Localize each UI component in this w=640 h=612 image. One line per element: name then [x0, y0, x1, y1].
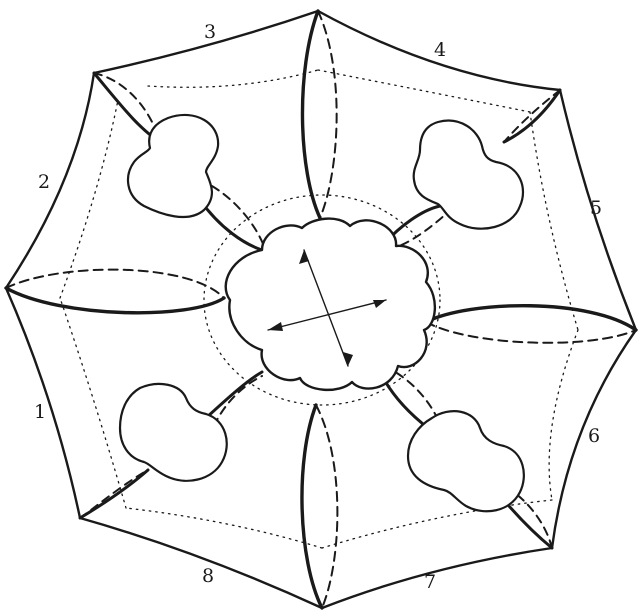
face-label-6: 6	[588, 425, 600, 447]
face-label-7: 7	[424, 571, 436, 593]
face-label-8: 8	[202, 565, 214, 587]
corner-lens-top-left	[94, 73, 160, 142]
outer-edge-7	[322, 548, 552, 608]
face-label-2: 2	[38, 171, 50, 193]
peanut-hole-top-right	[414, 121, 523, 229]
horizontal-lens-right	[426, 306, 636, 343]
face-label-3: 3	[204, 21, 216, 43]
vertical-lens-bottom	[302, 405, 337, 608]
corner-lens-bottom-left	[80, 470, 148, 518]
face-label-5: 5	[590, 197, 602, 219]
peanut-hole-top-left	[128, 115, 218, 217]
face-label-4: 4	[434, 39, 446, 61]
corner-lens-top-right	[504, 90, 560, 142]
peanut-hole-bottom-right	[408, 411, 524, 511]
outer-edge-8	[80, 518, 322, 608]
horizontal-lens-left	[6, 270, 224, 313]
peanut-hole-bottom-left	[120, 384, 227, 481]
face-label-1: 1	[34, 401, 46, 423]
vertical-lens-top	[302, 11, 336, 218]
